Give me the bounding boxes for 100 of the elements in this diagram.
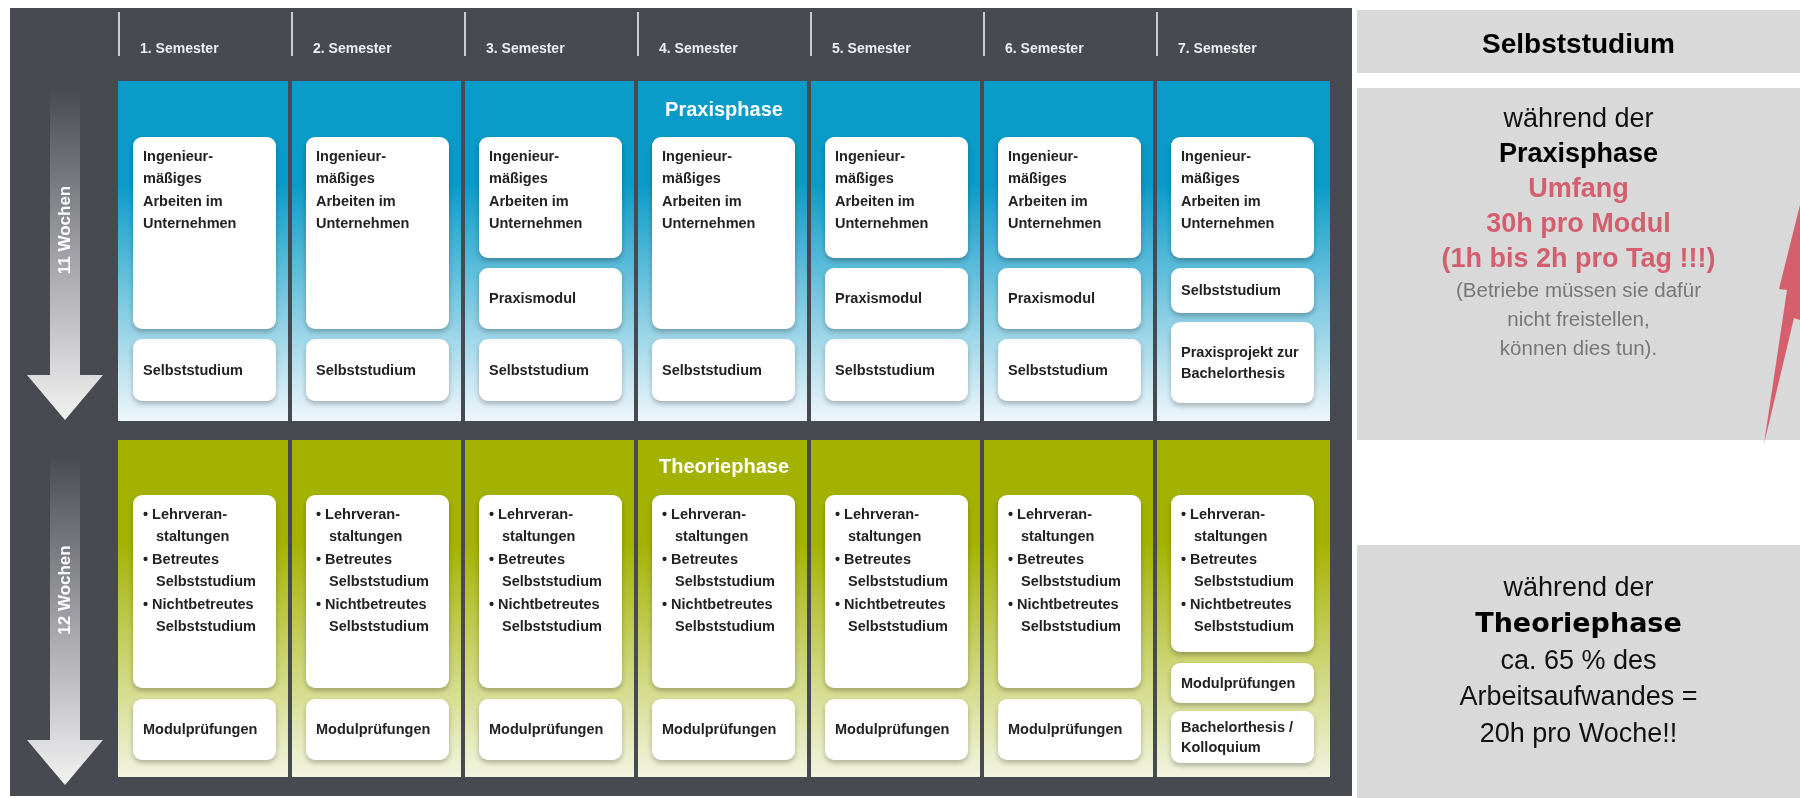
bullet-item: • Betreutes Selbststudium [1008,549,1122,592]
bullet-item: • Lehrveran- staltungen [143,505,231,547]
note-text: können dies tun). [1498,334,1659,361]
module-text: Ingenieur- mäßiges Arbeiten im Unternehmen [143,147,238,234]
module-text: Ingenieur- mäßiges Arbeiten im Unternehmen [835,147,930,234]
module-box [825,495,968,688]
module-box [479,137,622,258]
bullet-item: • Nichtbetreutes Selbststudium [143,594,257,637]
module-text: Selbststudium [143,360,244,380]
module-text: Selbststudium [316,360,417,380]
bullet-item: • Betreutes Selbststudium [662,549,776,592]
module-box [1171,137,1314,258]
module-text: Selbststudium [1181,281,1282,301]
note-text: während der [1502,571,1655,604]
bullet-item: • Betreutes Selbststudium [489,549,603,592]
semester-label: 2. Semester [313,40,392,56]
module-text: Ingenieur- mäßiges Arbeiten im Unternehmen [662,147,757,234]
module-text: Ingenieur- mäßiges Arbeiten im Unternehmen [316,147,411,234]
module-box [825,699,968,760]
semester-label: 5. Semester [832,40,911,56]
header-panel [1357,10,1800,73]
module-text: Modulprüfungen [489,720,605,740]
bullet-item: • Nichtbetreutes Selbststudium [662,594,776,637]
module-box [998,699,1141,760]
duration-label: 12 Wochen [55,545,75,635]
module-text: Selbststudium [835,360,936,380]
module-text: Ingenieur- mäßiges Arbeiten im Unternehmen [489,147,584,234]
module-text: Modulprüfungen [835,720,951,740]
bullet-item: • Betreutes Selbststudium [143,549,257,592]
module-box [1171,711,1314,763]
semester-label: 4. Semester [659,40,738,56]
module-text: Bachelorthesis / Kolloquium [1181,717,1294,757]
bullet-item: • Betreutes Selbststudium [1181,549,1295,592]
module-box [652,495,795,688]
phase-band [118,81,1330,421]
module-box [479,339,622,401]
bullet-item: • Nichtbetreutes Selbststudium [1008,594,1122,637]
note-heading: Theoriephase [1474,606,1683,641]
bullet-item: • Betreutes Selbststudium [316,549,430,592]
note-text: nicht freistellen, [1506,305,1651,332]
bullet-item: • Lehrveran- staltungen [489,505,577,547]
module-box [479,699,622,760]
module-box [998,339,1141,401]
duration-label: 11 Wochen [55,185,75,275]
phase-title: Theoriephase [657,455,790,478]
module-text: Modulprüfungen [1008,720,1124,740]
module-text: Praxismodul [835,289,924,309]
module-box [825,339,968,401]
module-box [1171,495,1314,652]
module-box [998,495,1141,688]
note-heading: Praxisphase [1497,136,1660,170]
module-box [306,699,449,760]
module-box [479,268,622,329]
section-heading: Selbststudium [1481,28,1676,60]
note-panel [1357,545,1800,798]
module-box [652,339,795,401]
bullet-item: • Lehrveran- staltungen [316,505,404,547]
bullet-item: • Nichtbetreutes Selbststudium [316,594,430,637]
note-text: ca. 65 % des Arbeitsaufwandes = 20h pro Woche!! [1458,643,1699,750]
module-box [306,137,449,329]
module-text: Modulprüfungen [143,720,259,740]
module-box [1171,663,1314,703]
module-box [1171,268,1314,313]
note-text: während der [1502,102,1655,135]
module-text: Ingenieur- mäßiges Arbeiten im Unternehmen [1181,147,1276,234]
module-box [998,268,1141,329]
semester-label: 7. Semester [1178,40,1257,56]
module-box [652,699,795,760]
module-box [825,268,968,329]
bullet-item: • Lehrveran- staltungen [1181,505,1269,547]
bullet-item: • Nichtbetreutes Selbststudium [835,594,949,637]
semester-label: 3. Semester [486,40,565,56]
highlight-text: Umfang [1527,171,1630,205]
module-text: Selbststudium [1008,360,1109,380]
module-box [306,495,449,688]
module-text: Modulprüfungen [316,720,432,740]
note-panel [1357,88,1800,440]
module-text: Selbststudium [489,360,590,380]
semester-label: 1. Semester [140,40,219,56]
bullet-item: • Nichtbetreutes Selbststudium [489,594,603,637]
module-box [998,137,1141,258]
module-box [479,495,622,688]
module-text: Ingenieur- mäßiges Arbeiten im Unternehmen [1008,147,1103,234]
module-text: Praxismodul [489,289,578,309]
module-box [133,339,276,401]
module-box [652,137,795,329]
module-box [1171,322,1314,403]
module-text: Modulprüfungen [1181,673,1297,693]
module-box [133,495,276,688]
bullet-item: • Lehrveran- staltungen [1008,505,1096,547]
semester-label: 6. Semester [1005,40,1084,56]
bullet-item: • Lehrveran- staltungen [662,505,750,547]
bullet-item: • Lehrveran- staltungen [835,505,923,547]
module-box [133,699,276,760]
module-text: Selbststudium [662,360,763,380]
highlight-text: 30h pro Modul [1485,206,1672,240]
bullet-item: • Nichtbetreutes Selbststudium [1181,594,1295,637]
phase-band [118,440,1330,777]
module-box [133,137,276,329]
bullet-item: • Betreutes Selbststudium [835,549,949,592]
